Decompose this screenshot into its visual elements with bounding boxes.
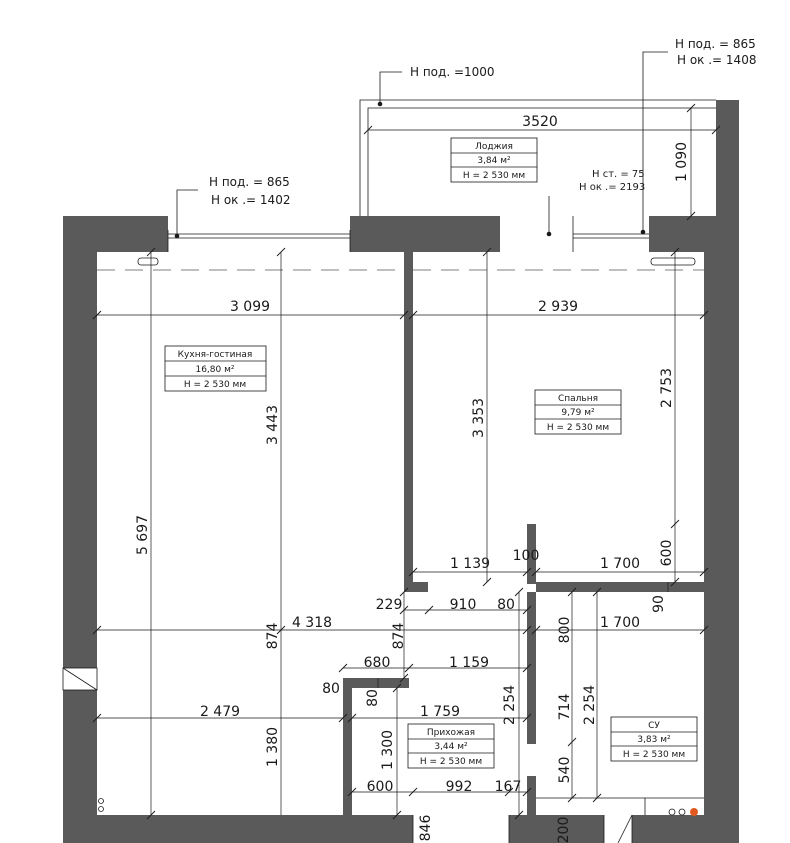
wall-bedroom-bottom-left (404, 582, 428, 592)
loggia-height: Н = 2 530 мм (463, 171, 525, 181)
room-label-bedroom: Спальня 9,79 м² Н = 2 530 мм (534, 389, 622, 435)
dim-1300: 1 300 (380, 730, 396, 770)
note-loggia-sill: Н под. =1000 (410, 65, 495, 79)
dim-1380: 1 380 (265, 727, 281, 767)
wall-bottom-middle (509, 815, 604, 843)
dim-corr-1700-top: 1 700 (600, 556, 640, 572)
loggia-area: 3,84 м² (477, 156, 511, 166)
dim-bedroom-600: 600 (659, 540, 675, 567)
wall-bedroom-bottom-right (536, 582, 704, 592)
kitchen-area: 16,80 м² (195, 365, 234, 375)
wall-loggia-right (716, 100, 739, 218)
wall-top-left (63, 216, 168, 252)
bedroom-area: 9,79 м² (561, 408, 595, 418)
wall-right (704, 216, 739, 843)
dim-bedroom-right: 2 753 (659, 368, 675, 408)
hall-area: 3,44 м² (434, 742, 468, 752)
dim-80a: 80 (497, 597, 515, 613)
dim-bedroom-depth: 3 353 (471, 398, 487, 438)
dim-loggia-width: 3520 (522, 114, 558, 130)
dimension-lines (97, 108, 716, 815)
bath-area: 3,83 м² (637, 735, 671, 745)
walls (63, 100, 739, 843)
dim-540: 540 (557, 757, 573, 784)
bath-name: СУ (648, 721, 660, 731)
room-label-kitchen: Кухня-гостиная 16,80 м² Н = 2 530 мм (164, 345, 267, 392)
dim-992: 992 (446, 779, 473, 795)
wall-hall-top (343, 678, 409, 688)
dim-2254b: 2 254 (582, 685, 598, 725)
bath-height: Н = 2 530 мм (623, 750, 685, 760)
dim-2254a: 2 254 (502, 685, 518, 725)
kitchen-name: Кухня-гостиная (178, 350, 253, 360)
room-label-loggia: Лоджия 3,84 м² Н = 2 530 мм (450, 137, 538, 183)
note-right-window-height: Н ок .= 1408 (677, 53, 756, 67)
loggia-outline (62, 99, 716, 843)
room-label-bath: СУ 3,83 м² Н = 2 530 мм (610, 716, 698, 762)
dim-846: 846 (418, 815, 434, 842)
dim-910: 910 (450, 597, 477, 613)
dim-1759: 1 759 (420, 704, 460, 720)
dim-corr-100: 100 (513, 548, 540, 564)
leader-notes: Н под. =1000 Н под. = 865 Н ок .= 1408 Н… (174, 37, 756, 239)
bedroom-name: Спальня (558, 394, 598, 404)
dim-874a: 874 (265, 623, 281, 650)
wall-bath-left-lower (527, 776, 536, 843)
dim-874b: 874 (391, 623, 407, 650)
note-door-wall-height: Н ст. = 75 (592, 169, 645, 180)
bedroom-height: Н = 2 530 мм (547, 423, 609, 433)
hall-name: Прихожая (427, 728, 475, 738)
dim-4318: 4 318 (292, 615, 332, 631)
kitchen-height: Н = 2 530 мм (184, 380, 246, 390)
wall-bottom-right (632, 815, 739, 843)
dim-714: 714 (557, 694, 573, 721)
dim-1700-bath: 1 700 (600, 615, 640, 631)
dim-90: 90 (651, 595, 667, 613)
wall-bath-left (527, 592, 536, 744)
wall-hall-left (343, 678, 352, 843)
wall-bottom-left (63, 815, 413, 843)
wall-partition-kitchen-bedroom (404, 252, 413, 592)
wall-bedroom-door-jamb (527, 524, 536, 584)
dim-2479: 2 479 (200, 704, 240, 720)
dim-229: 229 (376, 597, 403, 613)
dim-800: 800 (557, 617, 573, 644)
dim-167: 167 (495, 779, 522, 795)
hall-height: Н = 2 530 мм (420, 757, 482, 767)
room-label-hall: Прихожая 3,44 м² Н = 2 530 мм (407, 723, 495, 769)
dim-680: 680 (364, 655, 391, 671)
dim-kitchen-total: 5 697 (135, 515, 151, 555)
dim-600: 600 (367, 779, 394, 795)
dim-kitchen-top: 3 099 (230, 299, 270, 315)
dim-kitchen-depth: 3 443 (265, 405, 281, 445)
dim-loggia-depth: 1 090 (674, 142, 690, 182)
wall-left-upper (63, 216, 97, 668)
dim-bedroom-top: 2 939 (538, 299, 578, 315)
dim-corr-1139: 1 139 (450, 556, 490, 572)
dimension-ticks (92, 103, 721, 820)
dim-1159: 1 159 (449, 655, 489, 671)
dim-80c: 80 (365, 689, 381, 707)
note-left-window-sill: Н под. = 865 (209, 175, 290, 189)
loggia-name: Лоджия (475, 142, 513, 152)
wall-top-middle (350, 216, 500, 252)
note-door-window-height: Н ок .= 2193 (579, 182, 645, 193)
dimension-labels: 3520 1 090 3 099 2 939 3 443 5 697 3 353… (135, 114, 690, 843)
dim-80b: 80 (322, 681, 340, 697)
dim-200: 200 (556, 817, 572, 843)
note-left-window-height: Н ок .= 1402 (211, 193, 290, 207)
note-right-window-sill: Н под. = 865 (675, 37, 756, 51)
